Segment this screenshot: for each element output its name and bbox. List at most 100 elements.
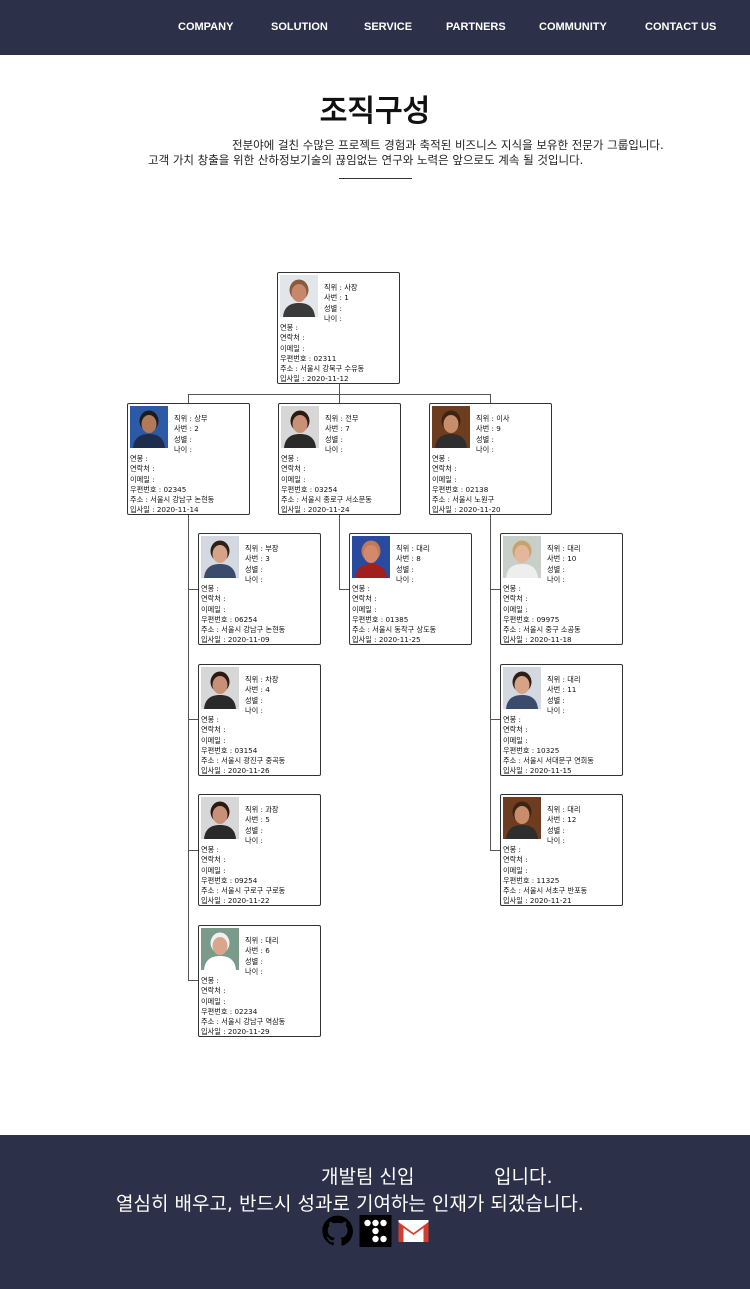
employee-emp-no: 사번 : 7 bbox=[325, 424, 350, 434]
employee-address: 주소 : 서울시 서대문구 연희동 bbox=[503, 756, 594, 766]
employee-age: 나이 : bbox=[547, 705, 565, 715]
footer bbox=[0, 1135, 750, 1289]
employee-hire-date: 입사일 : 2020-11-22 bbox=[201, 896, 270, 906]
employee-email: 이메일 : bbox=[201, 604, 226, 614]
employee-address: 주소 : 서울시 강남구 논현동 bbox=[130, 495, 215, 505]
person-photo-woman bbox=[201, 667, 239, 709]
employee-salary: 연봉 : bbox=[503, 715, 521, 724]
employee-contact: 연락처 : bbox=[201, 855, 226, 865]
person-photo-woman bbox=[281, 406, 319, 448]
page-title: 조직구성 bbox=[319, 94, 431, 129]
employee-zip: 우편번호 : 09254 bbox=[201, 875, 258, 885]
person-photo-blonde-woman bbox=[503, 536, 541, 578]
employee-age: 나이 : bbox=[245, 835, 263, 845]
employee-address: 주소 : 서울시 강남구 논현동 bbox=[201, 625, 286, 635]
employee-salary: 연봉 : bbox=[201, 976, 219, 985]
employee-zip: 우편번호 : 11325 bbox=[503, 875, 560, 885]
employee-age: 나이 : bbox=[245, 966, 263, 976]
employee-salary: 연봉 : bbox=[281, 454, 299, 463]
person-photo-elderly-man bbox=[201, 928, 239, 970]
employee-address: 주소 : 서울시 강북구 수유동 bbox=[280, 364, 365, 374]
employee-gender: 성별 : bbox=[324, 303, 342, 313]
employee-position: 직위 : 차장 bbox=[245, 675, 279, 684]
employee-address: 주소 : 서울시 서초구 반포동 bbox=[503, 886, 588, 896]
person-photo-man bbox=[503, 797, 541, 839]
employee-zip: 우편번호 : 06254 bbox=[201, 614, 258, 624]
employee-contact: 연락처 : bbox=[201, 594, 226, 604]
employee-zip: 우편번호 : 02234 bbox=[201, 1006, 258, 1016]
employee-contact: 연락처 : bbox=[352, 594, 377, 604]
person-photo-bald-man bbox=[352, 536, 390, 578]
employee-age: 나이 : bbox=[547, 574, 565, 584]
person-photo-man-suit bbox=[130, 406, 168, 448]
employee-address: 주소 : 서울시 종로구 서소문동 bbox=[281, 495, 372, 505]
employee-hire-date: 입사일 : 2020-11-18 bbox=[503, 635, 572, 645]
gmail-icon[interactable] bbox=[397, 1215, 430, 1247]
employee-contact: 연락처 : bbox=[503, 855, 528, 865]
footer-line1-suffix: 입니다. bbox=[494, 1166, 553, 1188]
employee-zip: 우편번호 : 09975 bbox=[503, 614, 560, 624]
employee-email: 이메일 : bbox=[503, 735, 528, 745]
employee-age: 나이 : bbox=[245, 705, 263, 715]
employee-contact: 연락처 : bbox=[201, 725, 226, 735]
nav-contact-us[interactable]: CONTACT US bbox=[645, 21, 717, 33]
employee-salary: 연봉 : bbox=[352, 584, 370, 593]
employee-emp-no: 사번 : 1 bbox=[324, 293, 349, 303]
employee-address: 주소 : 서울시 노원구 bbox=[432, 495, 495, 505]
employee-gender: 성별 : bbox=[547, 825, 565, 835]
employee-salary: 연봉 : bbox=[201, 584, 219, 593]
tistory-icon[interactable] bbox=[359, 1215, 392, 1247]
employee-zip: 우편번호 : 02345 bbox=[130, 484, 187, 494]
employee-zip: 우편번호 : 10325 bbox=[503, 745, 560, 755]
employee-salary: 연봉 : bbox=[503, 584, 521, 593]
employee-age: 나이 : bbox=[396, 574, 414, 584]
employee-age: 나이 : bbox=[245, 574, 263, 584]
employee-emp-no: 사번 : 9 bbox=[476, 424, 501, 434]
employee-hire-date: 입사일 : 2020-11-25 bbox=[352, 635, 421, 645]
employee-address: 주소 : 서울시 중구 소공동 bbox=[503, 625, 581, 635]
employee-zip: 우편번호 : 03154 bbox=[201, 745, 258, 755]
employee-contact: 연락처 : bbox=[130, 464, 155, 474]
employee-email: 이메일 : bbox=[503, 604, 528, 614]
employee-position: 직위 : 과장 bbox=[245, 805, 279, 814]
nav-partners[interactable]: PARTNERS bbox=[446, 21, 506, 33]
nav-community[interactable]: COMMUNITY bbox=[539, 21, 607, 33]
employee-emp-no: 사번 : 3 bbox=[245, 554, 270, 564]
employee-hire-date: 입사일 : 2020-11-26 bbox=[201, 766, 270, 776]
nav-company[interactable]: COMPANY bbox=[178, 21, 234, 33]
employee-gender: 성별 : bbox=[174, 434, 192, 444]
github-icon[interactable] bbox=[321, 1215, 354, 1247]
employee-salary: 연봉 : bbox=[201, 715, 219, 724]
employee-emp-no: 사번 : 10 bbox=[547, 554, 577, 564]
employee-salary: 연봉 : bbox=[432, 454, 450, 463]
footer-line1-prefix: 개발팀 신입 bbox=[321, 1166, 415, 1188]
employee-position: 직위 : 대리 bbox=[547, 675, 581, 684]
person-photo-older-man bbox=[280, 275, 318, 317]
employee-hire-date: 입사일 : 2020-11-29 bbox=[201, 1027, 270, 1037]
employee-emp-no: 사번 : 2 bbox=[174, 424, 199, 434]
footer-line2: 열심히 배우고, 반드시 성과로 기여하는 인재가 되겠습니다. bbox=[116, 1193, 584, 1215]
employee-hire-date: 입사일 : 2020-11-15 bbox=[503, 766, 572, 776]
employee-gender: 성별 : bbox=[396, 564, 414, 574]
employee-hire-date: 입사일 : 2020-11-24 bbox=[281, 505, 350, 515]
nav-service[interactable]: SERVICE bbox=[364, 21, 413, 33]
employee-gender: 성별 : bbox=[476, 434, 494, 444]
person-photo-man bbox=[432, 406, 470, 448]
employee-gender: 성별 : bbox=[325, 434, 343, 444]
nav-solution[interactable]: SOLUTION bbox=[271, 21, 328, 33]
employee-email: 이메일 : bbox=[201, 735, 226, 745]
employee-salary: 연봉 : bbox=[280, 323, 298, 332]
employee-age: 나이 : bbox=[547, 835, 565, 845]
